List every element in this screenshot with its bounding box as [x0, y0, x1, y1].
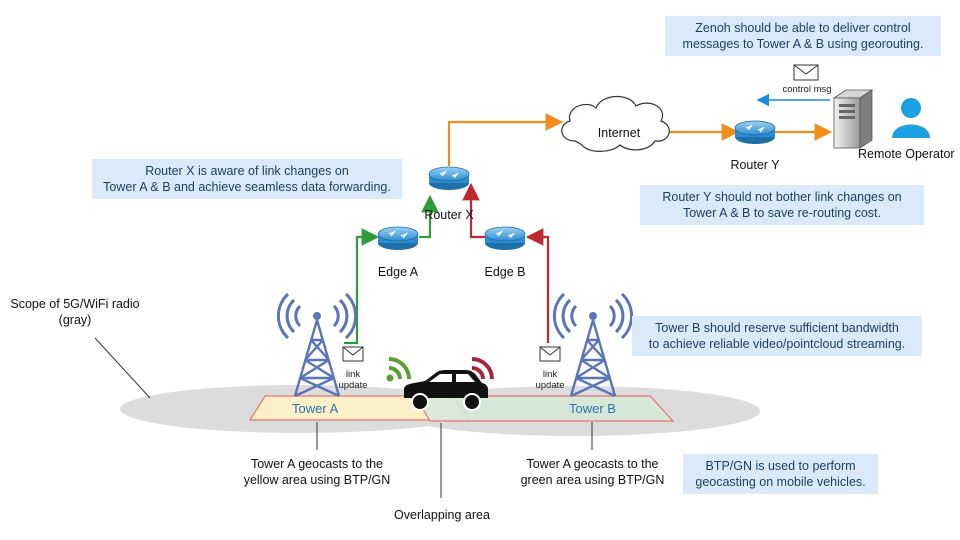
internet-cloud-icon: [561, 95, 670, 152]
tower-b-name-label: Tower B: [569, 401, 616, 416]
internet-label: Internet: [597, 126, 641, 140]
edge-a-label: Edge A: [377, 265, 419, 279]
link-router-x-internet: [447, 113, 564, 166]
tower-a-name-label: Tower A: [292, 401, 339, 416]
tower-b-antenna-icon: [552, 292, 634, 398]
note-router-y: Router Y should not bother link changes …: [640, 185, 924, 225]
router-y-label: Router Y: [730, 158, 780, 172]
server-icon: [832, 89, 874, 149]
link-edge-a-router-x: [419, 194, 439, 239]
tower-a-link-update-label: link update: [338, 369, 368, 391]
green-geocast-area: [413, 395, 675, 422]
link-tower-a-edge-a: [344, 228, 380, 345]
link-edge-b-router-x: [462, 182, 485, 239]
remote-operator-icon: [892, 98, 930, 138]
edge-b-router-icon: [484, 226, 526, 250]
wifi-green-icon: [386, 357, 411, 382]
note-tower-b-bandwidth: Tower B should reserve sufficient bandwi…: [632, 316, 922, 356]
router-x-label: Router X: [424, 208, 474, 222]
remote-operator-label: Remote Operator: [858, 147, 955, 161]
note-zenoh-georouting: Zenoh should be able to deliver control …: [665, 16, 941, 56]
router-y-icon: [734, 120, 776, 144]
tower-a-antenna-icon: [276, 292, 358, 398]
tower-b-caption: Tower A geocasts to the green area using…: [520, 457, 665, 487]
router-x-icon: [428, 166, 470, 190]
control-msg-envelope-icon: [793, 64, 819, 81]
note-router-x: Router X is aware of link changes on Tow…: [92, 159, 402, 199]
overlap-label: Overlapping area: [394, 508, 490, 522]
tower-b-link-update-label: link update: [535, 369, 565, 391]
edge-a-router-icon: [377, 226, 419, 250]
tower-b-envelope-icon: [539, 346, 561, 362]
radio-scope-label: Scope of 5G/WiFi radio (gray): [10, 297, 140, 327]
scope-pointer-line: [94, 337, 151, 399]
control-msg-label: control msg: [782, 84, 832, 95]
link-tower-b-edge-b: [525, 228, 550, 343]
note-btp-gn: BTP/GN is used to perform geocasting on …: [683, 454, 878, 494]
car-icon: [404, 370, 488, 411]
tower-a-caption: Tower A geocasts to the yellow area usin…: [243, 457, 391, 487]
edge-b-label: Edge B: [484, 265, 526, 279]
tower-a-envelope-icon: [342, 346, 364, 362]
